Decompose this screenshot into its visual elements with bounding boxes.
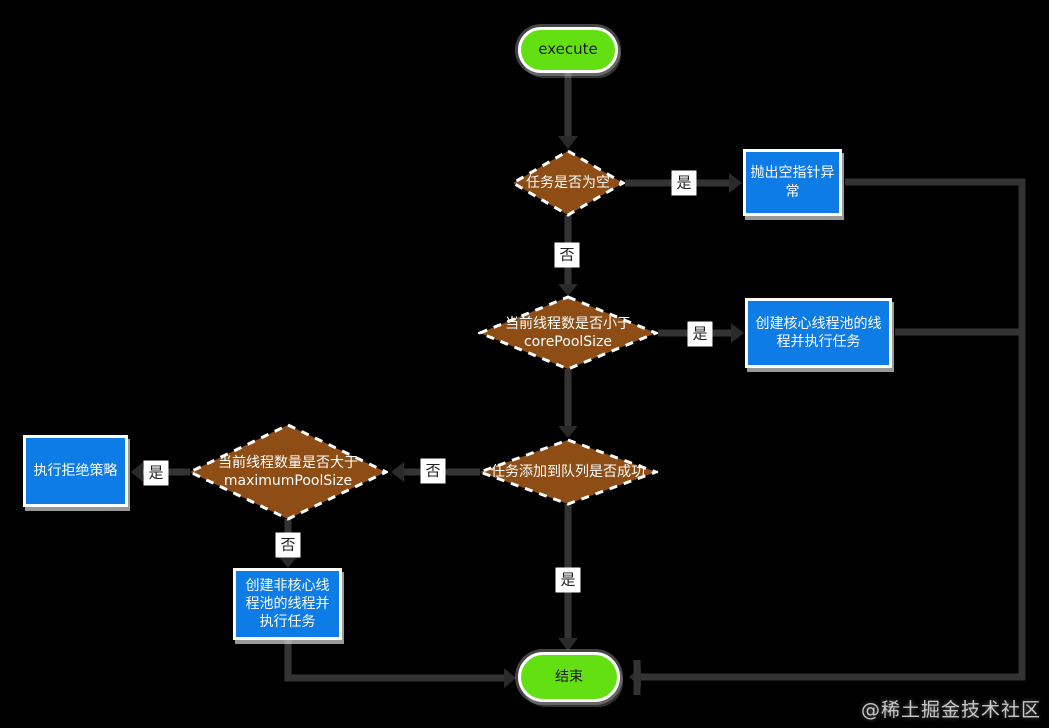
process-create-noncore-thread: 创建非核心线程池的线程并执行任务 <box>233 568 342 640</box>
decision-core-pool-size: 当前线程数是否小于corePoolSize <box>478 295 658 371</box>
arrowhead-into-end-left <box>504 668 516 688</box>
decision-maximum-pool-size-label: 当前线程数量是否大于maximumPoolSize <box>218 454 358 489</box>
decision-queue-offer-label: 任务添加到队列是否成功 <box>491 463 645 480</box>
arrowhead-into-throw-npe <box>729 173 742 193</box>
diamond-shape <box>478 295 658 371</box>
edge-label-null-no: 否 <box>554 242 580 268</box>
arrowhead-into-reject <box>131 462 143 482</box>
diamond-shape <box>511 149 625 217</box>
process-create-core-thread: 创建核心线程池的线程并执行任务 <box>745 298 892 368</box>
edge-label-max-no: 否 <box>275 532 301 558</box>
arrowhead-into-create-noncore <box>278 556 298 568</box>
edge-npe-to-end <box>641 178 1026 681</box>
edge-label-queue-no: 否 <box>420 458 446 484</box>
arrowhead-into-end-top <box>558 638 578 651</box>
edge-label-null-yes: 是 <box>671 170 697 196</box>
end-node: 结束 <box>518 652 620 702</box>
edge-noncore-to-end <box>284 640 504 682</box>
process-create-noncore-thread-label: 创建非核心线程池的线程并执行任务 <box>245 577 330 631</box>
decision-task-null-label: 任务是否为空 <box>526 174 610 191</box>
decision-core-pool-size-label: 当前线程数是否小于corePoolSize <box>505 315 631 350</box>
decision-queue-offer: 任务添加到队列是否成功 <box>478 438 658 506</box>
process-throw-npe-label: 抛出空指针异常 <box>750 165 835 200</box>
arrowhead-into-core-check <box>558 284 578 296</box>
process-reject-policy: 执行拒绝策略 <box>23 435 128 507</box>
arrowhead-into-create-core <box>731 323 744 343</box>
edge-label-max-yes: 是 <box>143 460 169 486</box>
diamond-shape <box>188 423 388 521</box>
start-node-execute: execute <box>518 27 618 73</box>
start-node-label: execute <box>538 40 598 59</box>
process-create-core-thread-label: 创建核心线程池的线程并执行任务 <box>755 315 882 350</box>
decision-task-null: 任务是否为空 <box>511 149 625 217</box>
process-reject-policy-label: 执行拒绝策略 <box>33 462 118 479</box>
arrowhead-into-max-check <box>391 462 404 482</box>
decision-maximum-pool-size: 当前线程数量是否大于maximumPoolSize <box>188 423 388 521</box>
end-node-label: 结束 <box>555 668 583 685</box>
edge-label-queue-yes: 是 <box>555 567 581 593</box>
arrowhead-into-null-check <box>558 136 578 149</box>
process-throw-npe: 抛出空指针异常 <box>743 149 842 216</box>
edge-label-core-yes: 是 <box>687 321 713 347</box>
watermark: @稀土掘金技术社区 <box>860 699 1041 721</box>
arrowhead-into-queue-check <box>558 426 578 438</box>
diamond-shape <box>478 438 658 506</box>
